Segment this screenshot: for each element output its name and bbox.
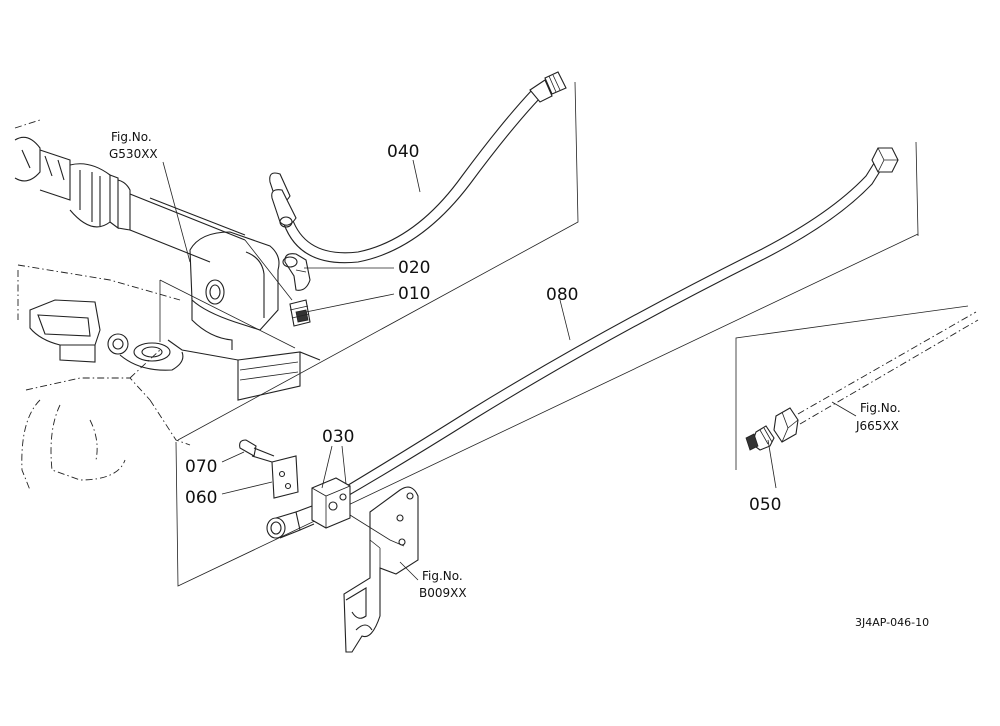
leader-b009: [399, 561, 419, 581]
leader-010: [305, 293, 395, 313]
figure-reference-labels: Fig.No. G530XX Fig.No. J665XX Fig.No. B0…: [109, 130, 901, 600]
leader-g530: [162, 161, 191, 263]
part-label-070: 070: [185, 457, 217, 477]
fig-ref-j665-caption: Fig.No.: [860, 401, 901, 415]
leader-040: [412, 159, 421, 193]
machine-housing-illustration: [14, 119, 321, 491]
pipe-080: [339, 147, 899, 499]
part-number-labels: 040 020 010 080 030 070 060 050: [185, 142, 781, 515]
part-label-030: 030: [322, 427, 354, 447]
pipe-j665: [797, 311, 979, 425]
fig-ref-g530-code: G530XX: [109, 147, 158, 161]
hose-040: [269, 71, 567, 264]
part-label-050: 050: [749, 495, 781, 515]
fitting-050: [745, 407, 799, 489]
part-label-080: 080: [546, 285, 578, 305]
fig-ref-b009-code: B009XX: [419, 586, 467, 600]
part-label-060: 060: [185, 488, 217, 508]
panel-frames: [175, 81, 969, 587]
fig-ref-b009-caption: Fig.No.: [422, 569, 463, 583]
adapter-fitting-010: [289, 299, 311, 327]
fig-ref-j665-code: J665XX: [855, 419, 899, 433]
leader-080: [559, 299, 571, 341]
bracket-b009: [343, 486, 419, 653]
part-label-020: 020: [398, 258, 430, 278]
elbow-fitting-020: [282, 253, 311, 291]
part-label-010: 010: [398, 284, 430, 304]
part-label-040: 040: [387, 142, 419, 162]
drawing-code: 3J4AP-046-10: [855, 616, 929, 629]
clamp-assembly-030: [221, 439, 351, 539]
fig-ref-g530-caption: Fig.No.: [111, 130, 152, 144]
